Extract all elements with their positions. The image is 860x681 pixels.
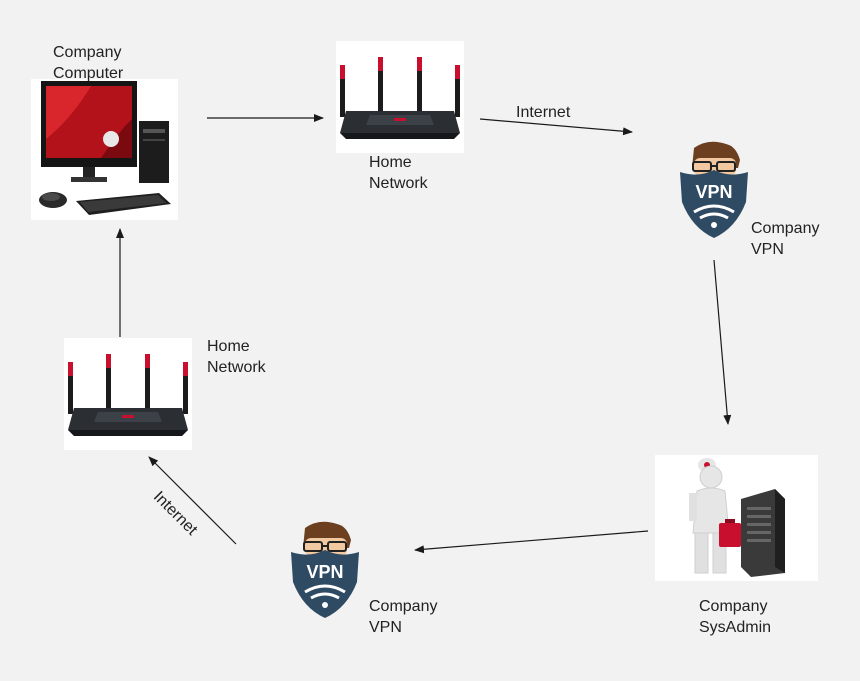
sysadmin-server-icon: [655, 455, 818, 581]
router-icon: [64, 338, 192, 450]
company-vpn-right-label: Company VPN: [751, 220, 820, 258]
home-network-top-label: Home Network: [369, 154, 428, 192]
arrow-vpn-to-sysadmin: [713, 259, 732, 425]
vpn-shield-icon: VPN: [678, 140, 750, 240]
vpn-badge-text: VPN: [306, 562, 344, 582]
arrow-home-network-to-vpn: [479, 118, 633, 136]
internet-label-top: Internet: [516, 104, 571, 121]
vpn-shield-icon: VPN: [289, 520, 361, 620]
router-icon: [336, 41, 464, 153]
vpn-badge-text: VPN: [695, 182, 733, 202]
arrow-sysadmin-to-vpn: [414, 530, 649, 554]
home-network-left-label: Home Network: [207, 338, 266, 376]
company-computer-label: Company Computer: [53, 44, 124, 82]
arrow-vpn-to-home-network: [148, 456, 237, 545]
company-vpn-bottom-label: Company VPN: [369, 598, 438, 636]
desktop-computer-icon: [31, 79, 178, 220]
company-sysadmin-label: Company SysAdmin: [699, 598, 772, 636]
